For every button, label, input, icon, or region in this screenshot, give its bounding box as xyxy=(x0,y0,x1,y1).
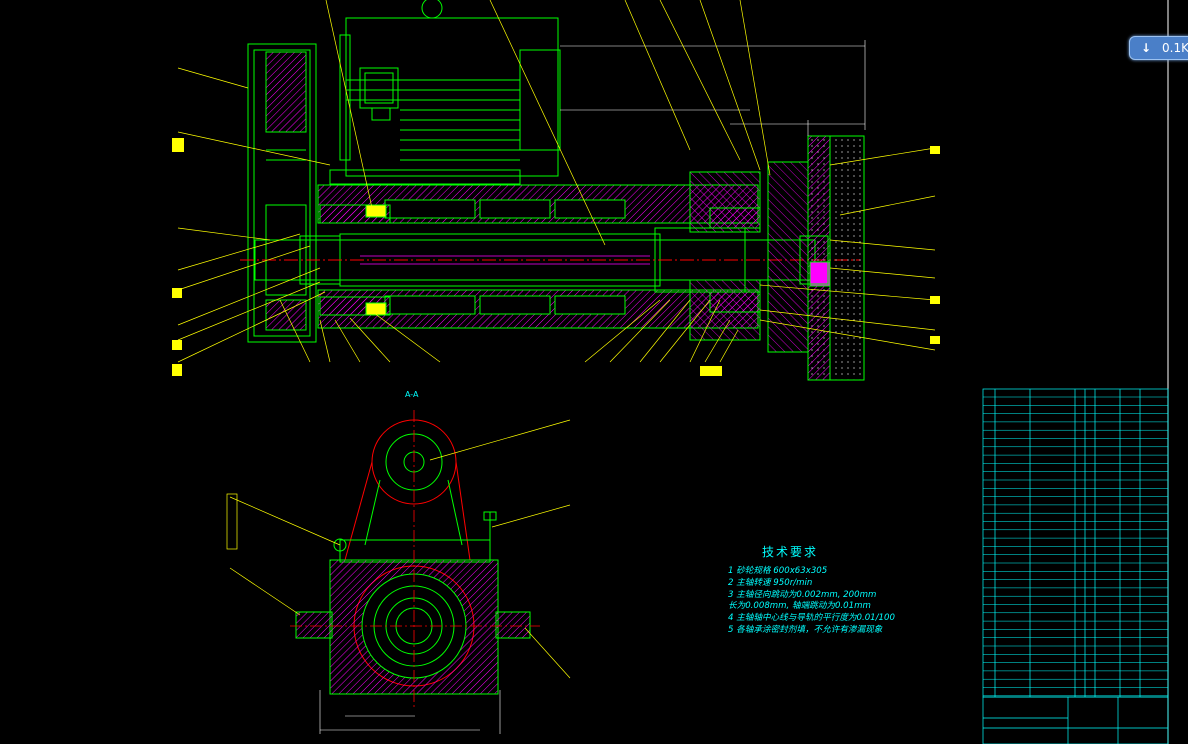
wheel-flange xyxy=(767,135,865,381)
main-section-view xyxy=(172,0,940,731)
section-label: A-A xyxy=(405,390,419,399)
leader-lines-main xyxy=(177,0,936,363)
download-arrow-icon: ↓ xyxy=(1140,41,1152,55)
requirement-2: 2 主轴转速 950r/min xyxy=(728,577,813,588)
requirement-3: 3 主轴径向跳动为0.002mm, 200mm xyxy=(728,589,877,600)
download-size-label: 0.1K xyxy=(1162,41,1188,55)
parts-list-table xyxy=(982,388,1169,744)
requirement-5: 5 各轴承涂密封剂填，不允许有渗漏现象 xyxy=(728,624,883,635)
pulley-guard xyxy=(247,43,317,343)
dimension-lines xyxy=(320,40,866,731)
requirement-1: 1 砂轮规格 600x63x305 xyxy=(728,566,828,576)
download-badge[interactable]: ↓ 0.1K xyxy=(1129,36,1188,60)
requirement-4: 4 主轴轴中心线与导轨的平行度为0.01/100 xyxy=(728,613,895,624)
spindle-shaft xyxy=(240,204,860,316)
spindle-housing xyxy=(317,171,761,341)
requirement-3b: 长为0.008mm, 轴端跳动为0.01mm xyxy=(728,601,871,612)
technical-requirements-list: 1 砂轮规格 600x63x305 2 主轴转速 950r/min 3 主轴径向… xyxy=(728,566,895,637)
motor xyxy=(329,0,561,185)
section-view-a-a xyxy=(226,410,571,734)
technical-requirements-title: 技术要求 xyxy=(762,545,819,559)
parts-list-rows xyxy=(983,396,1168,697)
balloon-labels xyxy=(172,138,940,376)
